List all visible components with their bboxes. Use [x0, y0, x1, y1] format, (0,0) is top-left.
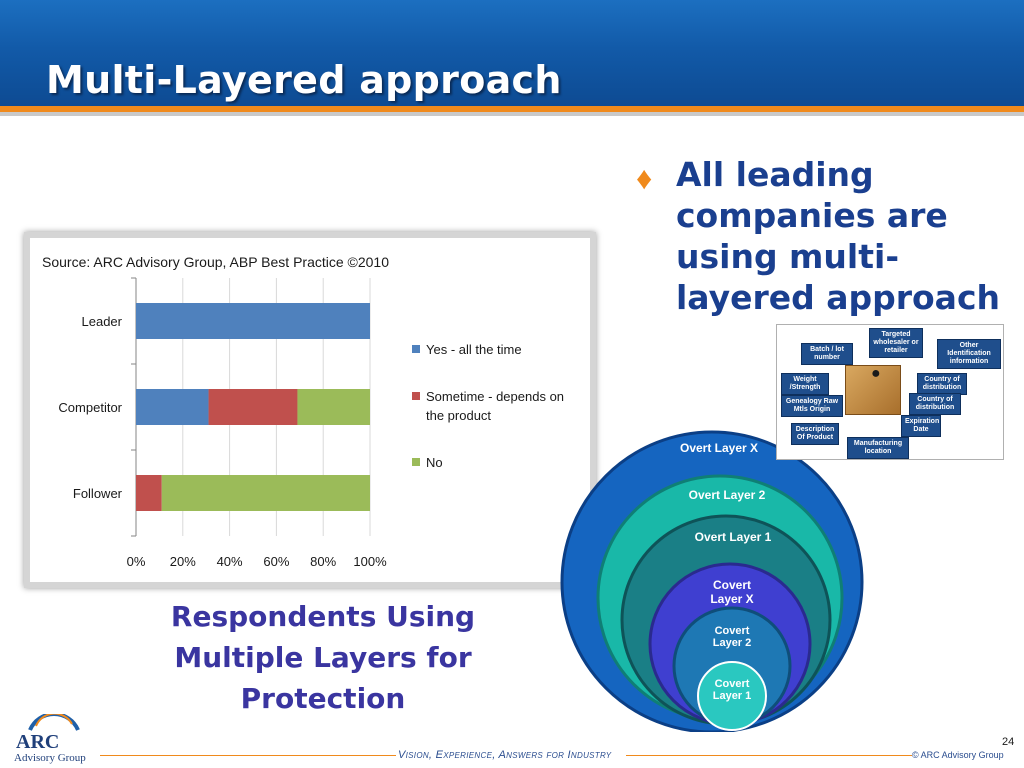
category-label: Leader — [82, 314, 123, 329]
layer-label-overt-x: Overt Layer X — [680, 441, 759, 455]
logo-subtitle: Advisory Group — [14, 752, 86, 764]
x-tick-label: 0% — [127, 554, 146, 569]
spy-icon: ● — [871, 365, 881, 382]
inset-tag: Description Of Product — [791, 423, 839, 445]
copyright: © ARC Advisory Group — [912, 750, 1004, 760]
layer-label-overt-1: Overt Layer 1 — [694, 530, 772, 544]
bar-segment — [208, 389, 298, 425]
bar-segment — [297, 389, 370, 425]
stacked-bar-chart: Source: ARC Advisory Group, ABP Best Pra… — [42, 254, 564, 569]
legend-label: Yes - all the time — [426, 342, 522, 357]
layer-label-covert-x: Covert Layer X — [710, 578, 754, 606]
inset-tag: Country of distribution — [917, 373, 967, 395]
page-number: 24 — [1002, 736, 1015, 748]
identification-inset-image: ● Targeted wholesaler or retailer Batch … — [776, 324, 1004, 460]
slide-title: Multi-Layered approach — [46, 58, 562, 102]
inset-tag: Batch / lot number — [801, 343, 853, 365]
arc-logo: ARC Advisory Group — [14, 714, 86, 764]
legend-swatch — [412, 345, 420, 353]
legend-label: Sometime - depends on — [426, 389, 564, 404]
x-tick-label: 40% — [217, 554, 243, 569]
x-tick-label: 60% — [263, 554, 289, 569]
x-tick-label: 20% — [170, 554, 196, 569]
bullet-text: All leading companies are using multi-la… — [676, 155, 1001, 317]
layers-circles — [560, 430, 864, 734]
chart-panel: Source: ARC Advisory Group, ABP Best Pra… — [24, 232, 596, 588]
category-label: Competitor — [58, 400, 122, 415]
inset-tag: Manufacturing location — [847, 437, 909, 459]
layer-label-overt-2: Overt Layer 2 — [688, 488, 766, 502]
footer-tagline: Vision, Experience, Answers for Industry — [398, 749, 612, 761]
x-tick-label: 80% — [310, 554, 336, 569]
inset-tag: Genealogy Raw Mtls Origin — [781, 395, 843, 417]
inset-tag: Weight /Strength — [781, 373, 829, 395]
bar-segment — [136, 303, 370, 339]
footer-line-right — [626, 755, 912, 756]
logo-brand: ARC — [16, 731, 59, 753]
legend-swatch — [412, 458, 420, 466]
chart-title: Source: ARC Advisory Group, ABP Best Pra… — [42, 254, 389, 270]
inset-tag: Targeted wholesaler or retailer — [869, 328, 923, 358]
box-illustration — [845, 365, 901, 415]
legend-label: the product — [426, 408, 491, 423]
category-label: Follower — [73, 486, 123, 501]
layers-diagram: Overt Layer X Overt Layer 2 Overt Layer … — [560, 412, 880, 734]
bar-segment — [136, 389, 209, 425]
header-orange-stripe — [0, 106, 1024, 112]
diamond-bullet-icon: ♦ — [636, 160, 653, 196]
header-gray-stripe — [0, 112, 1024, 116]
footer-line-left — [100, 755, 396, 756]
legend-label: No — [426, 455, 443, 470]
layer-label-covert-1: Covert Layer 1 — [712, 678, 752, 702]
inset-tag: Country of distribution — [909, 393, 961, 415]
layer-label-covert-2: Covert Layer 2 — [712, 625, 752, 649]
inset-tag: Other Identification information — [937, 339, 1001, 369]
inset-tag: Expiration Date — [901, 415, 941, 437]
slide-header — [0, 0, 1024, 108]
x-tick-label: 100% — [353, 554, 387, 569]
layer-circle-covert-1 — [697, 661, 767, 731]
bar-segment — [161, 475, 370, 511]
chart-caption: Respondents Using Multiple Layers for Pr… — [170, 600, 476, 715]
bar-segment — [136, 475, 162, 511]
legend-swatch — [412, 392, 420, 400]
